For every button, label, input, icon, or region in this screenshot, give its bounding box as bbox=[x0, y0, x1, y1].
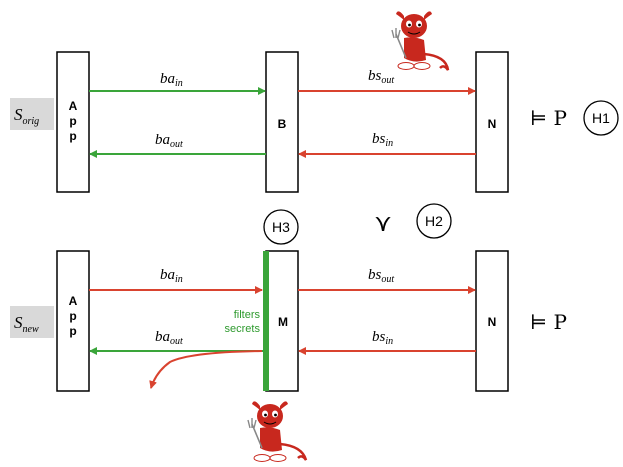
right-box-label: N bbox=[488, 315, 497, 329]
app-letter: p bbox=[69, 114, 76, 128]
satisfies-property-orig: ⊨ P bbox=[530, 106, 567, 130]
app-letter: A bbox=[69, 294, 78, 308]
arrow-label-ba-in: bain bbox=[160, 71, 183, 89]
app-letter: p bbox=[69, 309, 76, 323]
middle-box-label: B bbox=[278, 117, 287, 131]
scenario-label-main: S bbox=[14, 313, 23, 332]
svg-text:Sorig: Sorig bbox=[14, 105, 39, 127]
arrow-label-ba-out: baout bbox=[155, 132, 183, 150]
filter-edge bbox=[263, 251, 269, 391]
hypothesis-badge-h3: H3 bbox=[263, 209, 299, 245]
middle-box-label: M bbox=[278, 315, 288, 329]
arrow-label-bs-in: bsin bbox=[372, 131, 393, 149]
arrow-label-ba-in: bain bbox=[160, 267, 183, 285]
arrow-label-bs-out: bsout bbox=[368, 68, 394, 86]
hypothesis-badge-h1: H1 bbox=[583, 100, 619, 136]
right-box-orig: N bbox=[475, 51, 509, 193]
hypothesis-badge-h2: H2 bbox=[416, 203, 452, 239]
devil-mascot-icon bbox=[391, 11, 450, 71]
devil-mascot-icon bbox=[247, 401, 308, 462]
relation-symbol: ⋎ bbox=[374, 209, 392, 237]
between-relation: ⋎ H2 bbox=[374, 203, 452, 239]
satisfies-property-new: ⊨ P bbox=[530, 310, 567, 334]
app-box-orig: A p p bbox=[56, 51, 90, 193]
filter-note-line1: filters bbox=[234, 309, 261, 321]
middle-box-orig: B bbox=[265, 51, 299, 193]
app-letter: p bbox=[69, 129, 76, 143]
right-box-label: N bbox=[488, 117, 497, 131]
arrow-label-bs-in: bsin bbox=[372, 329, 393, 347]
middle-box-new: M bbox=[263, 250, 299, 392]
arrow-label-ba-out: baout bbox=[155, 329, 183, 347]
right-box-new: N bbox=[475, 250, 509, 392]
svg-text:H2: H2 bbox=[425, 213, 443, 229]
app-box-new: A p p bbox=[56, 250, 90, 392]
diverted-secret-arrow bbox=[149, 350, 263, 389]
scenario-new: Snew A p p H3 M filters secrets N bbox=[10, 209, 567, 462]
scenario-orig: Sorig A p p B N bain baout bbox=[10, 11, 619, 193]
svg-text:Snew: Snew bbox=[14, 313, 39, 335]
scenario-label-sub: orig bbox=[23, 116, 40, 127]
app-letter: A bbox=[69, 99, 78, 113]
scenario-label-new: Snew bbox=[10, 306, 54, 338]
svg-text:H1: H1 bbox=[592, 110, 610, 126]
scenario-label-sub: new bbox=[23, 324, 39, 335]
scenario-label-orig: Sorig bbox=[10, 98, 54, 130]
scenario-label-main: S bbox=[14, 105, 23, 124]
filter-note-line2: secrets bbox=[225, 323, 261, 335]
arrow-label-bs-out: bsout bbox=[368, 267, 394, 285]
svg-text:H3: H3 bbox=[272, 219, 290, 235]
app-letter: p bbox=[69, 324, 76, 338]
